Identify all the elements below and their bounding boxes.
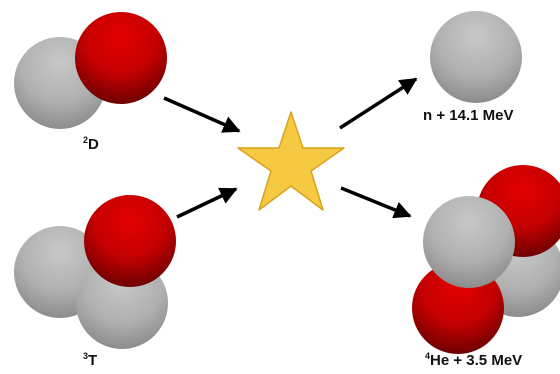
proton-sphere <box>75 12 167 104</box>
proton-sphere <box>84 195 176 287</box>
helium-product-label: 4He + 3.5 MeV <box>425 351 523 370</box>
helium-nucleus <box>412 165 560 354</box>
arrow-star-to-neutron <box>339 77 418 130</box>
tritium-mass-number: 3 <box>83 351 89 361</box>
neutron-product-label: n + 14.1 MeV <box>423 107 514 124</box>
arrow-star-to-helium <box>340 186 412 219</box>
helium-mass-number: 4 <box>425 351 431 361</box>
fusion-star <box>237 111 345 211</box>
helium-symbol: He <box>430 352 450 369</box>
deuterium-nucleus <box>14 12 167 129</box>
tritium-nucleus <box>14 195 176 349</box>
neutron-sphere <box>423 196 515 288</box>
arrow-deuterium-to-star <box>163 96 241 133</box>
tritium-label: 3T <box>83 351 98 370</box>
arrow-tritium-to-star <box>176 187 238 219</box>
helium-energy: + 3.5 MeV <box>449 352 523 369</box>
deuterium-mass-number: 2 <box>83 135 89 145</box>
deuterium-symbol: D <box>88 136 99 153</box>
deuterium-label: 2D <box>83 135 99 154</box>
product-neutron-sphere <box>430 11 522 103</box>
tritium-symbol: T <box>88 352 98 369</box>
